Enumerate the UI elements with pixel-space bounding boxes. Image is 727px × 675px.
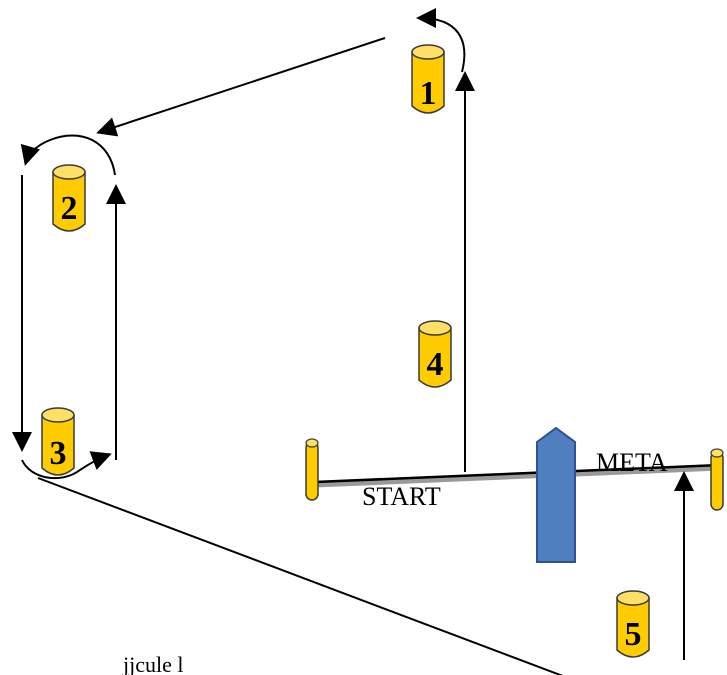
cone-3: 3 (41, 407, 75, 476)
boat-shape (536, 426, 576, 563)
arrow-loop-cone-2 (20, 134, 116, 176)
cone-number-1: 1 (420, 75, 437, 112)
cone-number-2: 2 (61, 190, 78, 227)
arrow-1-to-2 (96, 37, 386, 137)
cone-number-5: 5 (625, 616, 642, 653)
cone-number-4: 4 (427, 346, 444, 383)
cropped-caption-text: jjcule l (122, 652, 183, 675)
cone-number-3: 3 (50, 435, 67, 472)
cone-2: 2 (52, 164, 86, 232)
start-finish-line (314, 463, 721, 488)
start-post-left (305, 438, 319, 501)
meta-label: META (596, 448, 668, 477)
cone-4: 4 (418, 320, 452, 388)
course-path (12, 8, 694, 675)
cone-1: 1 (411, 44, 445, 114)
cone-5: 5 (616, 590, 650, 658)
arrow-3-to-5 (37, 477, 604, 675)
arrow-loop-cone-3 (21, 451, 112, 480)
arrow-loop-cone-1 (416, 8, 466, 73)
start-label: START (362, 482, 441, 511)
finish-post-right (710, 448, 724, 511)
